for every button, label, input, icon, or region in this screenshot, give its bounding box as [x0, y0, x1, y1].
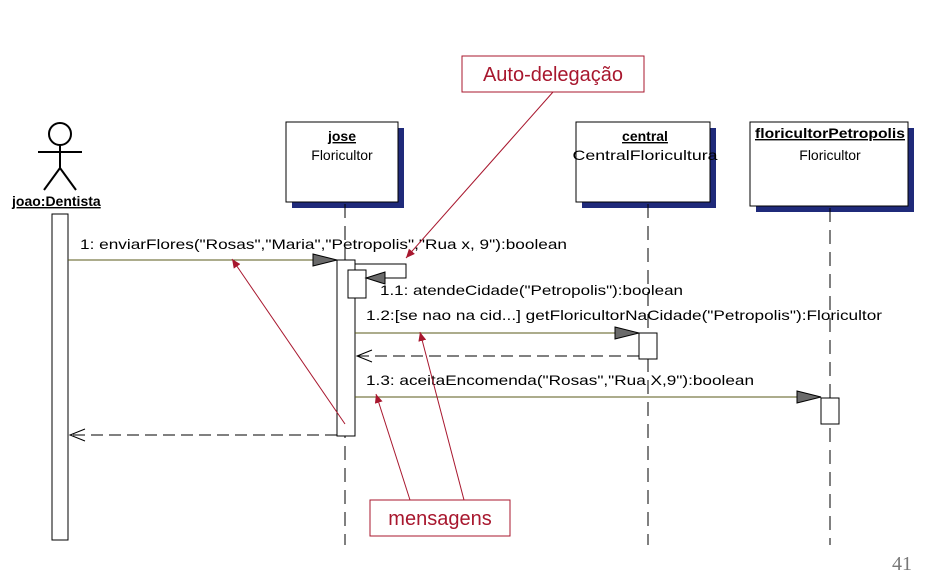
message-1-3: 1.3: aceitaEncomenda("Rosas","Rua X,9"):… — [355, 372, 822, 404]
object-central-type: CentralFloricultura — [573, 147, 718, 163]
object-jose-type: Floricultor — [311, 147, 373, 163]
object-floricultor-petropolis-name: floricultorPetropolis — [755, 125, 905, 141]
object-floricultor-petropolis-type: Floricultor — [799, 147, 861, 163]
object-central: central CentralFloricultura — [573, 121, 718, 208]
annotation-mensagens-label: mensagens — [388, 508, 491, 530]
actor-activation-bar — [51, 213, 69, 541]
object-floricultor-petropolis: floricultorPetropolis Floricultor — [749, 121, 914, 212]
object-jose-name: jose — [327, 128, 356, 144]
return-1-2 — [355, 349, 639, 363]
actor-label: joao:Dentista — [11, 193, 101, 209]
message-1-label: 1: enviarFlores("Rosas","Maria","Petropo… — [80, 236, 567, 252]
activation-central — [638, 332, 658, 360]
message-1: 1: enviarFlores("Rosas","Maria","Petropo… — [68, 236, 567, 267]
message-1-1: 1.1: atendeCidade("Petropolis"):boolean — [355, 263, 683, 298]
slide-number: 41 — [892, 553, 912, 575]
message-1-2: 1.2:[se nao na cid...] getFloricultorNaC… — [355, 307, 882, 340]
activation-jose-self — [347, 269, 367, 299]
object-jose: jose Floricultor — [285, 121, 404, 208]
message-1-3-label: 1.3: aceitaEncomenda("Rosas","Rua X,9"):… — [366, 372, 754, 388]
actor-joao: joao:Dentista — [11, 122, 101, 209]
activation-floricultor-petropolis — [820, 397, 840, 425]
object-central-name: central — [622, 128, 668, 144]
return-1 — [68, 428, 337, 442]
message-1-2-label: 1.2:[se nao na cid...] getFloricultorNaC… — [366, 307, 882, 323]
activation-jose — [336, 259, 356, 437]
message-1-1-label: 1.1: atendeCidade("Petropolis"):boolean — [380, 282, 683, 298]
annotation-mensagens: mensagens — [231, 258, 511, 537]
annotation-auto-delegacao: Auto-delegação — [405, 55, 645, 259]
annotation-auto-delegacao-label: Auto-delegação — [483, 64, 623, 86]
